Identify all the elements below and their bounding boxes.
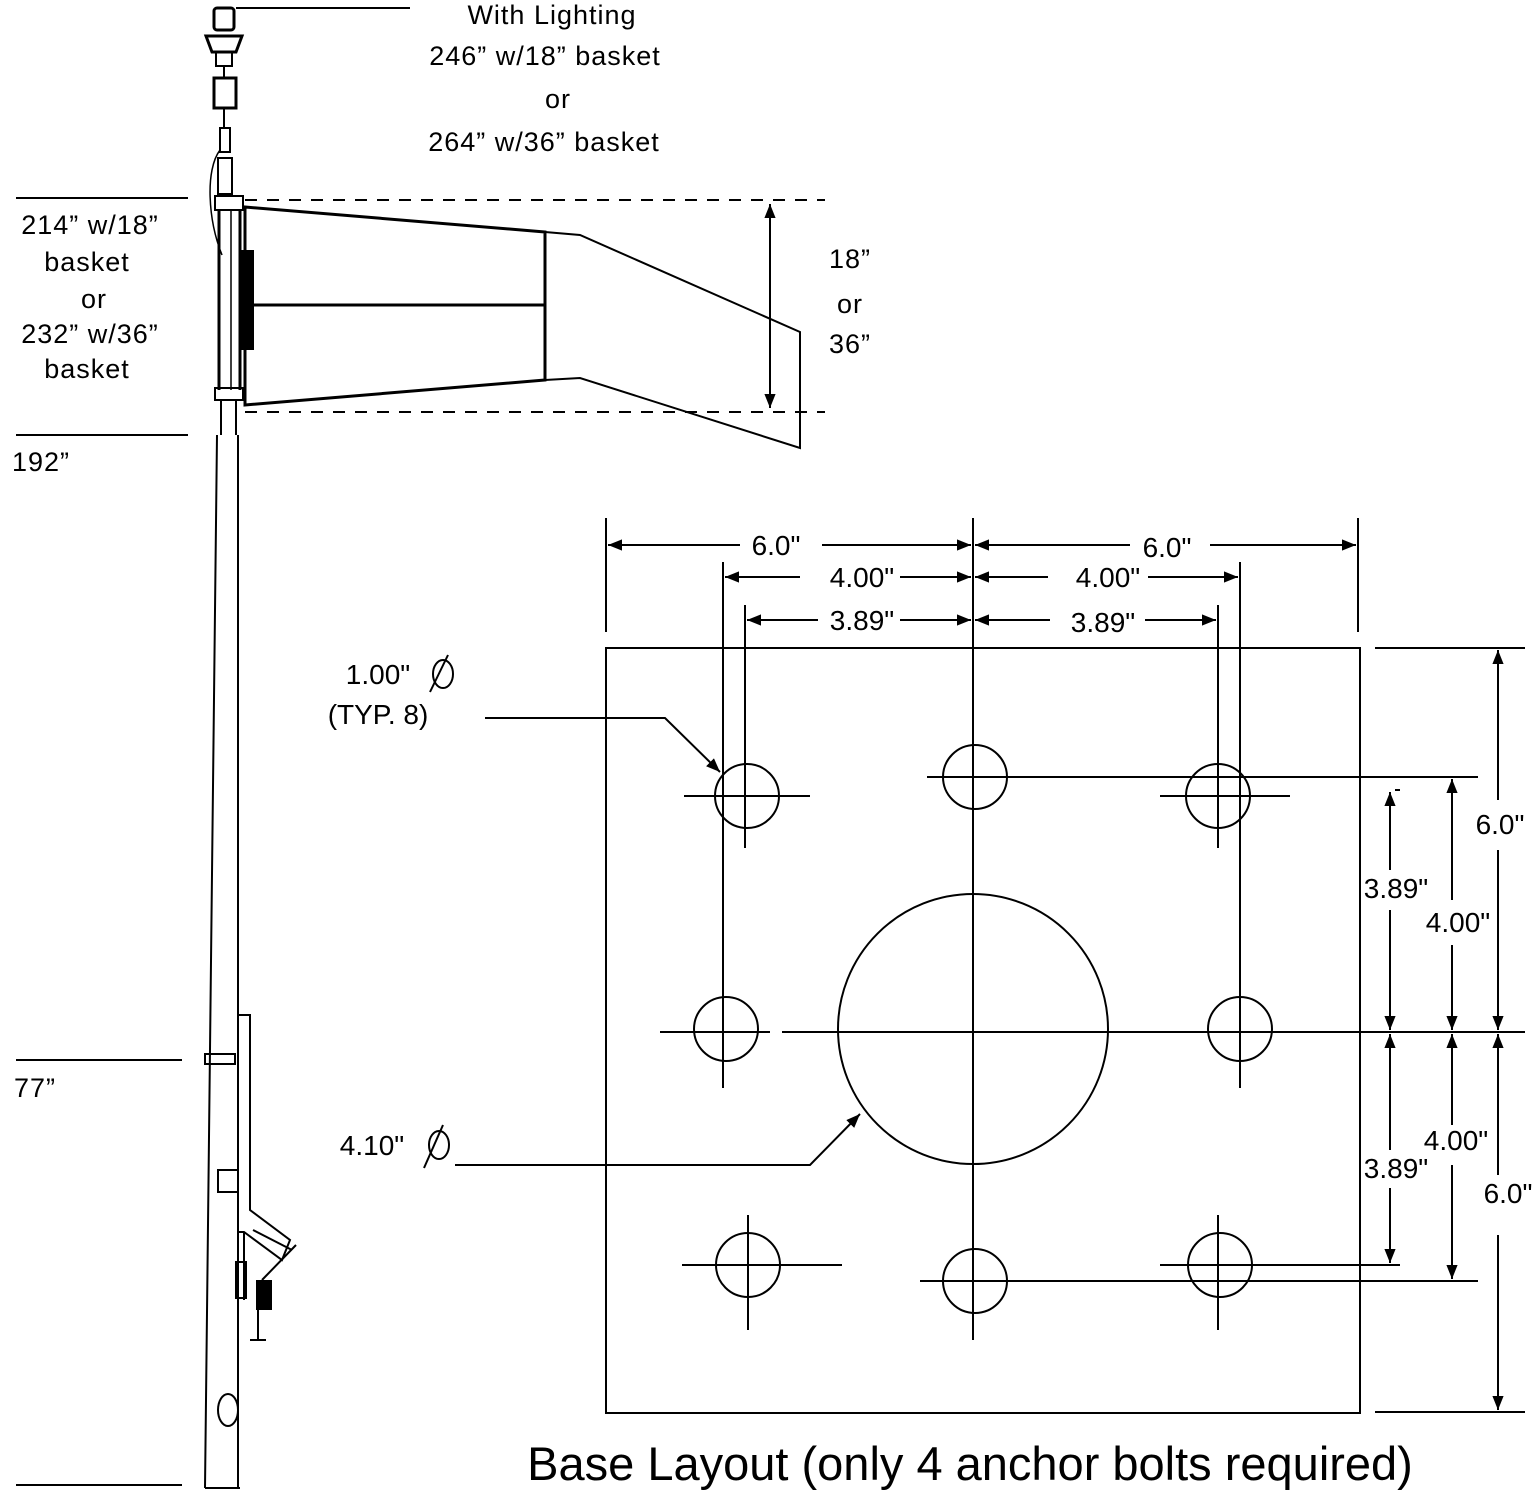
diameter-symbol-icon	[429, 654, 454, 693]
center-dia-leader	[455, 1113, 861, 1166]
dim-top-right-6: 6.0"	[1143, 532, 1192, 563]
sock-size-18: 18”	[829, 244, 871, 274]
dim-right-lower-6: 6.0"	[1484, 1178, 1533, 1209]
hole-typ-label: (TYP. 8)	[328, 699, 429, 730]
lighting-or: or	[545, 84, 571, 114]
height-192-label: 192”	[12, 447, 70, 477]
center-diameter-label: 4.10"	[340, 1130, 404, 1161]
dim-top-right-389: 3.89"	[1071, 607, 1135, 638]
windsock-basket	[243, 199, 825, 450]
bolt-hole	[714, 763, 780, 829]
lighting-height-18: 246” w/18” basket	[429, 41, 661, 71]
basket-or: or	[81, 284, 107, 314]
pole-elevation	[16, 6, 410, 1489]
bolt-hole	[942, 1248, 1008, 1314]
bolt-hole	[1187, 1232, 1253, 1298]
dim-right-upper-6: 6.0"	[1476, 809, 1525, 840]
height-77-label: 77”	[14, 1073, 56, 1103]
lighting-title: With Lighting	[467, 0, 636, 30]
diameter-symbol-icon	[423, 1124, 450, 1169]
basket-height-18: 214” w/18”	[21, 210, 159, 240]
dim-right-upper-389: 3.89"	[1364, 873, 1428, 904]
bolt-hole	[942, 744, 1008, 810]
base-plate	[423, 518, 1525, 1414]
dim-right-lower-4: 4.00"	[1424, 1125, 1488, 1156]
tilt-hinge-assembly	[235, 1014, 297, 1341]
dim-right-lower-389: 3.89"	[1364, 1153, 1428, 1184]
dim-top-right-4: 4.00"	[1076, 562, 1140, 593]
bolt-hole	[1185, 763, 1251, 829]
hole-dia-leader	[485, 717, 721, 773]
bolt-hole	[715, 1232, 781, 1298]
bolt-hole	[1207, 996, 1273, 1062]
sock-size-36: 36”	[829, 329, 871, 359]
dim-right-upper-4: 4.00"	[1426, 907, 1490, 938]
lighting-height-36: 264” w/36” basket	[428, 127, 660, 157]
dim-top-left-6: 6.0"	[752, 530, 801, 561]
beacon-light-icon	[203, 6, 245, 256]
basket-height-36: 232” w/36”	[21, 319, 159, 349]
basket-word-1: basket	[44, 247, 130, 277]
bolt-hole	[693, 996, 759, 1062]
dim-top-left-4: 4.00"	[830, 562, 894, 593]
basket-word-2: basket	[44, 354, 130, 384]
sock-size-or: or	[837, 289, 863, 319]
base-layout-caption: Base Layout (only 4 anchor bolts require…	[527, 1437, 1413, 1490]
hole-diameter-label: 1.00"	[346, 659, 410, 690]
dim-top-left-389: 3.89"	[830, 605, 894, 636]
center-hole	[837, 893, 1109, 1165]
